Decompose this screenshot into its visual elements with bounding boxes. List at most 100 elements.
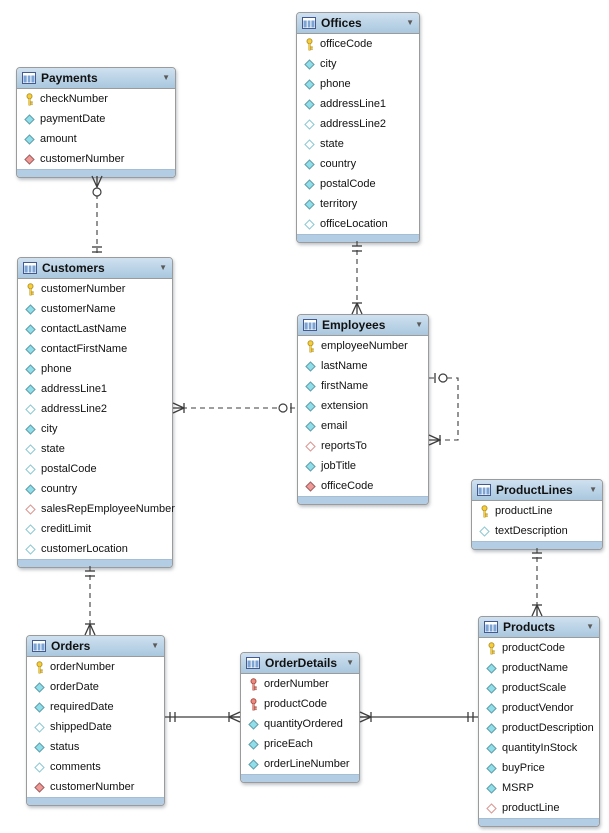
column-name: orderLineNumber	[264, 758, 350, 770]
column-row[interactable]: contactLastName	[18, 319, 172, 339]
column-row[interactable]: customerNumber	[18, 279, 172, 299]
column-row[interactable]: priceEach	[241, 734, 359, 754]
column-row[interactable]: productScale	[479, 678, 599, 698]
nullable-attribute-icon	[303, 218, 315, 231]
column-row[interactable]: orderNumber	[241, 674, 359, 694]
column-row[interactable]: postalCode	[297, 174, 419, 194]
attribute-icon	[23, 133, 35, 146]
column-row[interactable]: officeCode	[298, 476, 428, 496]
column-row[interactable]: comments	[27, 757, 164, 777]
column-row[interactable]: customerName	[18, 299, 172, 319]
collapse-arrow-icon[interactable]: ▼	[589, 485, 597, 494]
primary-key-icon	[23, 92, 35, 106]
table-header[interactable]: Employees▼	[298, 315, 428, 336]
column-row[interactable]: buyPrice	[479, 758, 599, 778]
column-row[interactable]: textDescription	[472, 521, 602, 541]
column-row[interactable]: customerNumber	[17, 149, 175, 169]
column-row[interactable]: employeeNumber	[298, 336, 428, 356]
table-header[interactable]: Payments▼	[17, 68, 175, 89]
column-row[interactable]: addressLine2	[297, 114, 419, 134]
column-row[interactable]: orderLineNumber	[241, 754, 359, 774]
column-name: city	[41, 423, 58, 435]
column-row[interactable]: quantityInStock	[479, 738, 599, 758]
collapse-arrow-icon[interactable]: ▼	[151, 641, 159, 650]
column-row[interactable]: city	[297, 54, 419, 74]
column-row[interactable]: extension	[298, 396, 428, 416]
column-row[interactable]: territory	[297, 194, 419, 214]
column-name: postalCode	[41, 463, 97, 475]
column-row[interactable]: officeCode	[297, 34, 419, 54]
table-header[interactable]: Products ▼	[479, 617, 599, 638]
table-icon	[246, 657, 260, 669]
nullable-attribute-icon	[24, 463, 36, 476]
column-row[interactable]: checkNumber	[17, 89, 175, 109]
column-row[interactable]: city	[18, 419, 172, 439]
collapse-arrow-icon[interactable]: ▼	[415, 320, 423, 329]
column-row[interactable]: firstName	[298, 376, 428, 396]
column-row[interactable]: customerLocation	[18, 539, 172, 559]
column-row[interactable]: state	[297, 134, 419, 154]
column-row[interactable]: lastName	[298, 356, 428, 376]
collapse-arrow-icon[interactable]: ▼	[162, 73, 170, 82]
table-header[interactable]: Customers▼	[18, 258, 172, 279]
column-row[interactable]: productCode	[241, 694, 359, 714]
column-name: officeCode	[320, 38, 373, 50]
table-footer	[479, 818, 599, 826]
column-row[interactable]: officeLocation	[297, 214, 419, 234]
column-row[interactable]: country	[297, 154, 419, 174]
column-row[interactable]: productLine	[479, 798, 599, 818]
collapse-arrow-icon[interactable]: ▼	[586, 622, 594, 631]
column-row[interactable]: shippedDate	[27, 717, 164, 737]
nullable-attribute-icon	[303, 118, 315, 131]
column-row[interactable]: status	[27, 737, 164, 757]
column-row[interactable]: state	[18, 439, 172, 459]
table-header[interactable]: OrderDetails▼	[241, 653, 359, 674]
relationship-line-employees-reportsto-self[interactable]: employees-reportsto-self	[429, 377, 459, 441]
column-row[interactable]: phone	[18, 359, 172, 379]
attribute-icon	[33, 741, 45, 754]
table-header[interactable]: Offices▼	[297, 13, 419, 34]
column-row[interactable]: creditLimit	[18, 519, 172, 539]
column-row[interactable]: productCode	[479, 638, 599, 658]
column-row[interactable]: productName	[479, 658, 599, 678]
column-row[interactable]: reportsTo	[298, 436, 428, 456]
column-row[interactable]: requiredDate	[27, 697, 164, 717]
column-row[interactable]: MSRP	[479, 778, 599, 798]
table-header[interactable]: Orders▼	[27, 636, 164, 657]
column-row[interactable]: email	[298, 416, 428, 436]
column-row[interactable]: addressLine1	[18, 379, 172, 399]
column-row[interactable]: jobTitle	[298, 456, 428, 476]
column-row[interactable]: postalCode	[18, 459, 172, 479]
collapse-arrow-icon[interactable]: ▼	[346, 658, 354, 667]
column-row[interactable]: amount	[17, 129, 175, 149]
column-row[interactable]: addressLine1	[297, 94, 419, 114]
column-row[interactable]: phone	[297, 74, 419, 94]
column-row[interactable]: salesRepEmployeeNumber	[18, 499, 175, 519]
column-row[interactable]: productDescription	[479, 718, 599, 738]
column-row[interactable]: productLine	[472, 501, 602, 521]
column-row[interactable]: customerNumber	[27, 777, 164, 797]
column-row[interactable]: paymentDate	[17, 109, 175, 129]
column-name: status	[50, 741, 80, 753]
column-row[interactable]: country	[18, 479, 172, 499]
table-title: Products	[503, 620, 556, 634]
column-row[interactable]: orderNumber	[27, 657, 164, 677]
column-row[interactable]: quantityOrdered	[241, 714, 359, 734]
column-row[interactable]: orderDate	[27, 677, 164, 697]
collapse-arrow-icon[interactable]: ▼	[406, 18, 414, 27]
column-row[interactable]: addressLine2	[18, 399, 172, 419]
collapse-arrow-icon[interactable]: ▼	[159, 263, 167, 272]
column-row[interactable]: productVendor	[479, 698, 599, 718]
column-row[interactable]: contactFirstName	[18, 339, 172, 359]
table-header[interactable]: ProductLines▼	[472, 480, 602, 501]
